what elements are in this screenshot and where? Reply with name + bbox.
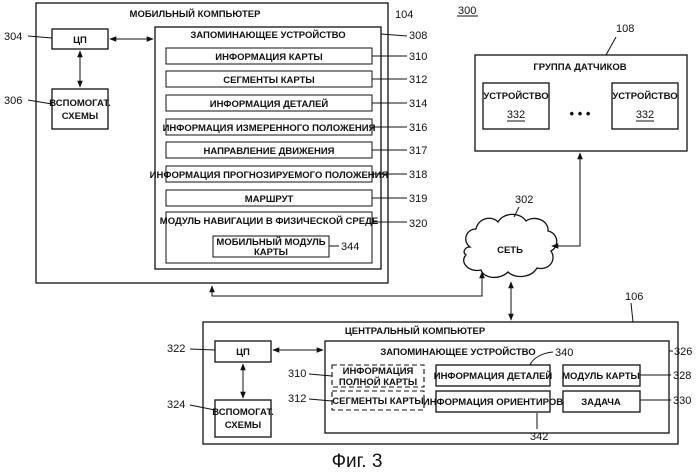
memory-item-ref: 318 [409,169,427,181]
mobile-memory-ref: 308 [409,30,427,42]
sensor-device-2-ref: 332 [636,109,654,121]
mobile-computer: МОБИЛЬНЫЙ КОМПЬЮТЕР 104 ЦП 304 ВСПОМОГАТ… [4,3,427,283]
mobile-aux-ref: 306 [4,95,22,107]
mobile-aux-box [52,89,108,129]
sensor-group-ref: 108 [616,23,634,35]
memory-item-ref: 314 [409,98,427,110]
central-map-module-label: МОДУЛЬ КАРТЫ [562,371,640,382]
ellipsis-dots: • • • [570,106,591,121]
central-aux-ref: 324 [167,399,185,411]
details-info-label: ИНФОРМАЦИЯ ДЕТАЛЕЙ [434,370,553,382]
memory-item-label: ИНФОРМАЦИЯ ДЕТАЛЕЙ [210,98,329,110]
sensor-group-leader [606,37,616,55]
central-aux-box [215,400,271,437]
mobile-aux-line1: ВСПОМОГАТ. [49,98,110,109]
landmarks-info-ref: 342 [530,431,548,443]
central-cpu-label: ЦП [236,347,250,358]
memory-item-ref: 312 [409,74,427,86]
mobile-memory-title: ЗАПОМИНАЮЩЕЕ УСТРОЙСТВО [190,29,345,41]
memory-item-ref: 316 [409,122,427,134]
mobile-aux-line2: СХЕМЫ [62,111,98,122]
central-computer-title: ЦЕНТРАЛЬНЫЙ КОМПЬЮТЕР [345,325,486,337]
landmarks-info-label: ИНФОРМАЦИЯ ОРИЕНТИРОВ [423,397,563,408]
memory-item-ref: 317 [409,145,427,157]
central-memory-ref: 326 [674,346,692,358]
network-label: СЕТЬ [497,245,523,256]
full-map-info-line2: ПОЛНОЙ КАРТЫ [339,376,417,388]
central-computer: ЦЕНТРАЛЬНЫЙ КОМПЬЮТЕР 106 ЦП 322 ВСПОМОГ… [167,291,692,444]
central-aux-line1: ВСПОМОГАТ. [212,407,273,418]
full-map-info-line1: ИНФОРМАЦИЯ [343,366,414,377]
mobile-computer-ref: 104 [395,9,413,21]
central-computer-leader [631,303,633,322]
memory-item-label: ИНФОРМАЦИЯ ПРОГНОЗИРУЕМОГО ПОЛОЖЕНИЯ [150,170,389,181]
central-map-segments-label: СЕГМЕНТЫ КАРТЫ [332,396,423,407]
full-map-info-ref: 310 [288,368,306,380]
central-memory-title: ЗАПОМИНАЮЩЕЕ УСТРОЙСТВО [380,346,535,358]
memory-item-ref: 319 [409,193,427,205]
sensor-group: ГРУППА ДАТЧИКОВ 108 УСТРОЙСТВО 332 • • •… [475,23,687,151]
central-map-module-ref: 328 [673,370,691,382]
memory-item-ref: 310 [409,51,427,63]
task-ref: 330 [673,395,691,407]
network: СЕТЬ 302 [464,194,557,277]
memory-item-label: СЕГМЕНТЫ КАРТЫ [223,75,314,86]
task-label: ЗАДАЧА [581,397,621,408]
sensor-group-title: ГРУППА ДАТЧИКОВ [533,62,626,73]
sensor-device-1 [483,83,549,129]
memory-item-label: ИНФОРМАЦИЯ КАРТЫ [215,52,322,63]
memory-item-label: НАПРАВЛЕНИЕ ДВИЖЕНИЯ [204,146,335,157]
figure-number: 300 [458,5,476,17]
network-sensor-connector [552,153,580,246]
mobile-map-module-line2: КАРТЫ [254,247,288,258]
memory-item-label: МАРШРУТ [245,194,294,205]
nav-module-ref: 320 [409,218,427,230]
sensor-device-2-label: УСТРОЙСТВО [612,90,677,102]
mobile-cpu-ref: 304 [4,31,22,43]
central-aux-line2: СХЕМЫ [225,420,261,431]
memory-item-label: ИНФОРМАЦИЯ ИЗМЕРЕННОГО ПОЛОЖЕНИЯ [163,123,376,134]
central-computer-ref: 106 [625,291,643,303]
network-ref: 302 [515,194,533,206]
sensor-device-1-label: УСТРОЙСТВО [483,90,548,102]
central-map-segments-ref: 312 [288,393,306,405]
nav-module-label: МОДУЛЬ НАВИГАЦИИ В ФИЗИЧЕСКОЙ СРЕДЕ [160,215,378,227]
details-info-ref: 340 [555,347,573,359]
figure-caption: Фиг. 3 [332,451,383,472]
central-cpu-ref: 322 [167,343,185,355]
mobile-cpu-label: ЦП [73,35,87,46]
mobile-map-module-ref: 344 [341,241,359,253]
sensor-device-2 [612,83,678,129]
mobile-computer-title: МОБИЛЬНЫЙ КОМПЬЮТЕР [130,8,262,20]
sensor-device-1-ref: 332 [507,109,525,121]
